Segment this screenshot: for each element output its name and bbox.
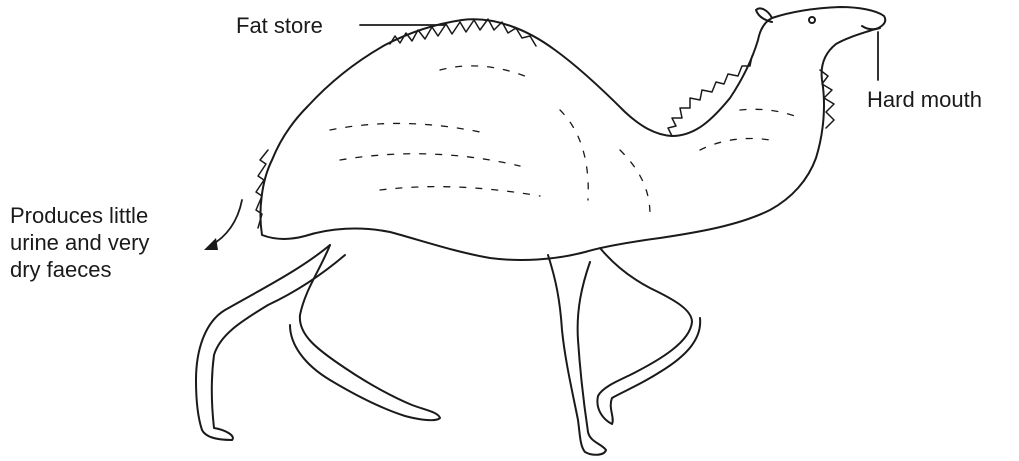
urine-label: Produces little urine and very dry faece… — [10, 202, 149, 283]
urine-arrow-head — [204, 238, 218, 250]
camel-far-hind-leg — [196, 245, 345, 440]
hard-mouth-label: Hard mouth — [867, 86, 982, 113]
camel-shading — [330, 66, 800, 215]
camel-neck-mane — [668, 56, 752, 136]
camel-eye — [809, 17, 815, 23]
urine-label-line-2: urine and very — [10, 229, 149, 256]
urine-curved-arrow — [210, 200, 242, 246]
camel-near-front-leg — [548, 255, 606, 455]
camel-near-hind-leg — [290, 245, 440, 420]
urine-label-line-3: dry faeces — [10, 256, 149, 283]
urine-label-line-1: Produces little — [10, 202, 149, 229]
fat-store-label: Fat store — [236, 12, 323, 39]
camel-body-outline — [260, 7, 885, 260]
camel-far-front-leg — [597, 248, 700, 424]
